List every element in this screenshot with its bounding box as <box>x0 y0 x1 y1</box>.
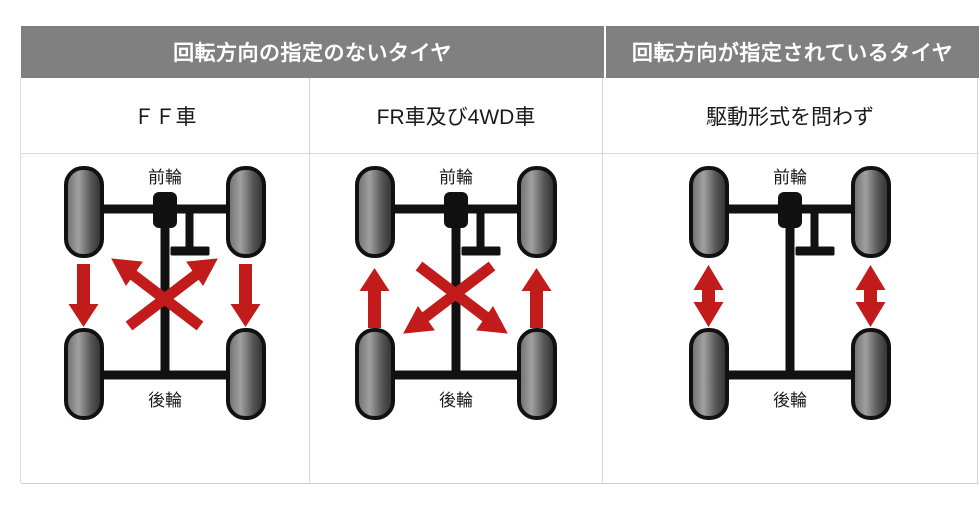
drive-type-any: 駆動形式を問わず <box>602 78 978 153</box>
drive-type-row: ＦＦ車 FR車及び4WD車 駆動形式を問わず <box>20 78 979 154</box>
arrow-double-right-directional <box>855 265 886 327</box>
arrow-straight-left-fr <box>359 268 390 328</box>
engine-block-ff <box>153 192 177 228</box>
chassis-directional <box>716 204 863 380</box>
front-wheel-label-directional: 前輪 <box>773 168 807 187</box>
diagram-cell-directional: 前輪 後輪 <box>602 154 978 483</box>
drive-type-fr-4wd: FR車及び4WD車 <box>309 78 603 153</box>
drive-type-ff: ＦＦ車 <box>20 78 310 153</box>
tires-ff <box>64 166 266 420</box>
engine-block-fr <box>444 192 468 228</box>
diagram-cell-fr-4wd: 前輪 後輪 <box>309 154 603 483</box>
rear-wheel-label-directional: 後輪 <box>773 391 807 410</box>
rear-wheel-label-fr: 後輪 <box>439 391 473 410</box>
diagram-cell-ff: 前輪 後輪 <box>20 154 310 483</box>
arrow-crossed-ff <box>111 258 218 331</box>
arrow-straight-left-ff <box>68 264 99 327</box>
header-non-directional-tires: 回転方向の指定のないタイヤ <box>21 26 604 78</box>
front-wheel-label-ff: 前輪 <box>148 168 182 187</box>
arrow-crossed-fr <box>403 261 508 334</box>
arrow-straight-right-fr <box>521 268 552 328</box>
directional-rotation-diagram: 前輪 後輪 <box>689 166 891 420</box>
tires-fr <box>355 166 557 420</box>
header-divider <box>604 26 606 78</box>
fr-4wd-rotation-diagram: 前輪 後輪 <box>355 166 557 420</box>
ff-rotation-diagram: 前輪 後輪 <box>64 166 266 420</box>
arrow-double-left-directional <box>693 265 724 327</box>
table-header-row: 回転方向の指定のないタイヤ 回転方向が指定されているタイヤ <box>21 26 979 78</box>
front-wheel-label-fr: 前輪 <box>439 168 473 187</box>
diagram-row: 前輪 後輪 <box>20 154 979 484</box>
header-directional-tires: 回転方向が指定されているタイヤ <box>606 26 979 78</box>
engine-block-directional <box>778 192 802 228</box>
tire-rotation-table: 回転方向の指定のないタイヤ 回転方向が指定されているタイヤ ＦＦ車 FR車及び4… <box>20 26 979 486</box>
arrow-straight-right-ff <box>230 264 261 327</box>
tires-directional <box>689 166 891 420</box>
rear-wheel-label-ff: 後輪 <box>148 391 182 410</box>
